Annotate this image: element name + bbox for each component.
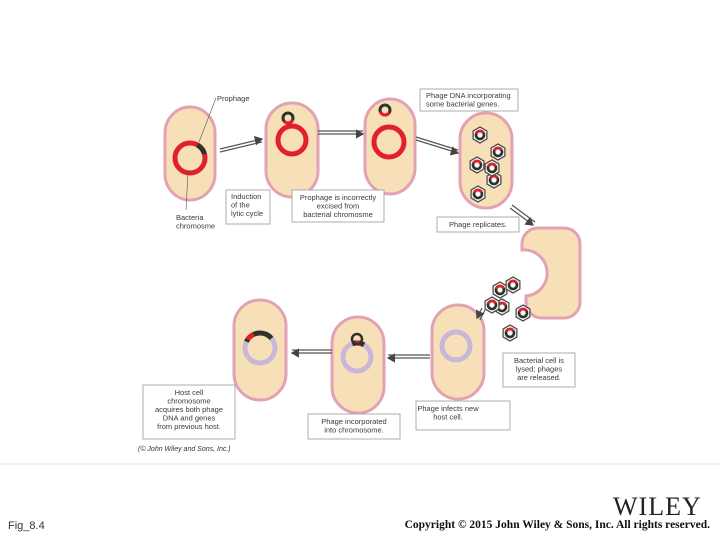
- prophage-segment: [196, 142, 207, 155]
- step-arrow-2: [318, 129, 365, 139]
- transduced-bacterial-genes: [245, 332, 255, 341]
- new-host-cell: [430, 303, 486, 401]
- figure-credit: (© John Wiley and Sons, Inc.): [138, 445, 231, 453]
- recombinant-cell: [330, 315, 386, 415]
- separator-line: [0, 463, 720, 465]
- transduced-cell: [232, 298, 288, 402]
- caption-replicates: Phage replicates.: [436, 216, 520, 233]
- excision-cell: [363, 97, 417, 196]
- chromosome-leader: [185, 171, 189, 211]
- svg-text:Phage replicates.: Phage replicates.: [449, 220, 507, 229]
- step-arrow-7: [290, 348, 332, 358]
- bacterial-chromosome-ring: [172, 140, 208, 176]
- bacterial-chromosome-ring-2: [275, 123, 309, 157]
- lysogenic-cell: [163, 105, 217, 202]
- prophage-label: Prophage: [217, 94, 250, 103]
- step-arrow-5: [475, 307, 486, 321]
- step-arrow-4: [509, 204, 536, 226]
- step-arrow-6: [386, 353, 430, 363]
- prophage-leader: [198, 97, 217, 143]
- host-chromosome-ring: [439, 329, 473, 363]
- figure-number: Fig_8.4: [8, 520, 45, 532]
- copyright-notice: Copyright © 2015 John Wiley & Sons, Inc.…: [404, 519, 710, 531]
- lysed-cell: [520, 226, 582, 320]
- wiley-logo: WILEY: [613, 492, 702, 521]
- bacterial-chromosome-ring-3: [371, 124, 407, 160]
- replicating-cell: [458, 111, 514, 210]
- step-arrow-3: [415, 136, 460, 156]
- step-arrow-1: [219, 135, 264, 153]
